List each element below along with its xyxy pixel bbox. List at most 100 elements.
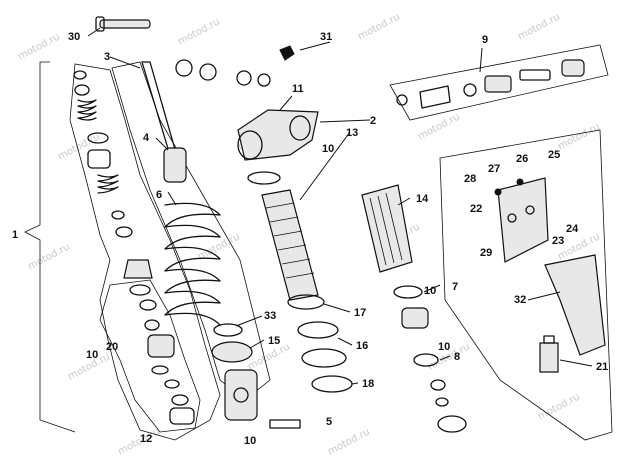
lower-eye-5 xyxy=(224,369,258,421)
leader-15 xyxy=(249,339,265,349)
mudguard-32 xyxy=(544,254,606,356)
washer xyxy=(139,299,157,311)
callout-29: 29 xyxy=(480,247,492,259)
o-ring xyxy=(396,94,408,106)
callout-30: 30 xyxy=(68,31,80,43)
cone-bushing xyxy=(123,259,153,279)
callout-27: 27 xyxy=(488,163,500,175)
watermark: motod.ru xyxy=(356,11,402,42)
bolt-shaft xyxy=(99,19,151,29)
leader-11 xyxy=(279,95,293,111)
o-ring xyxy=(463,83,477,97)
ring-17 xyxy=(287,294,325,310)
mount-body xyxy=(237,109,319,161)
callout-3: 3 xyxy=(104,51,110,63)
leader-17 xyxy=(323,303,351,313)
mount-eye xyxy=(237,130,263,160)
bracket-group-1 xyxy=(24,61,76,433)
washer xyxy=(171,394,189,406)
ring-8 xyxy=(413,353,439,367)
washer xyxy=(115,226,133,238)
leader-33 xyxy=(235,315,263,327)
washer-33 xyxy=(213,323,243,337)
reservoir-cap xyxy=(419,85,451,109)
callout-18: 18 xyxy=(362,378,374,390)
spring-6 xyxy=(164,202,221,326)
rib xyxy=(385,192,403,261)
leader-16 xyxy=(337,337,353,346)
damper-bodies xyxy=(247,171,467,433)
mount-eye xyxy=(289,115,311,141)
callout-26: 26 xyxy=(516,153,528,165)
callout-32: 32 xyxy=(514,294,526,306)
part-9-assembly xyxy=(396,59,585,109)
bushing-12 xyxy=(169,407,195,425)
ring-10b xyxy=(393,285,423,299)
callout-10-right-lower: 10 xyxy=(438,341,450,353)
leader-9 xyxy=(479,47,483,73)
callout-1: 1 xyxy=(12,229,18,241)
callout-21: 21 xyxy=(596,361,608,373)
seal xyxy=(175,59,193,77)
callout-10-lower: 10 xyxy=(244,435,256,447)
cap-end xyxy=(561,59,585,77)
watermark: motod.ru xyxy=(536,391,582,422)
bellows-line xyxy=(281,258,311,265)
spring-small xyxy=(77,99,97,121)
callout-10-center: 10 xyxy=(322,143,334,155)
rib xyxy=(369,197,387,266)
callout-17: 17 xyxy=(354,307,366,319)
shaft-and-spring xyxy=(141,61,301,429)
nut-31 xyxy=(279,45,295,61)
piston-20 xyxy=(147,334,175,358)
watermark: motod.ru xyxy=(416,111,462,142)
leader-lines xyxy=(109,41,593,385)
callout-22: 22 xyxy=(470,203,482,215)
washer xyxy=(74,84,90,96)
bolt-hole xyxy=(525,205,535,215)
callout-12: 12 xyxy=(140,433,152,445)
washer xyxy=(164,379,180,389)
washer-18 xyxy=(311,375,353,393)
watermark: motod.ru xyxy=(176,16,222,47)
spring-medium xyxy=(97,174,119,194)
bottle-21 xyxy=(539,342,559,373)
callout-16: 16 xyxy=(356,340,368,352)
bracket-22 xyxy=(497,177,549,263)
washer xyxy=(111,210,125,220)
washer xyxy=(73,70,87,80)
callouts: 30 3 4 6 1 10 20 12 33 15 5 10 31 9 11 2… xyxy=(12,31,608,447)
washer xyxy=(435,397,449,407)
callout-15: 15 xyxy=(268,335,280,347)
callout-4: 4 xyxy=(143,132,150,144)
piston-7 xyxy=(401,307,429,329)
watermark: motod.ru xyxy=(26,241,72,272)
bellows-line xyxy=(285,272,315,279)
callout-31: 31 xyxy=(320,31,332,43)
watermark: motod.ru xyxy=(326,426,372,457)
shaft-3 xyxy=(141,61,179,163)
leader-31 xyxy=(299,41,331,51)
outline-part-9 xyxy=(389,44,609,121)
washer xyxy=(151,365,169,375)
callout-9: 9 xyxy=(482,34,488,46)
leader-7 xyxy=(423,284,441,293)
right-panel-parts xyxy=(494,177,606,373)
leader-14 xyxy=(397,197,411,206)
callout-7: 7 xyxy=(452,281,458,293)
leader-32 xyxy=(527,291,561,301)
bolt-10-lower xyxy=(269,419,301,429)
bolt-30 xyxy=(87,16,151,37)
callout-14: 14 xyxy=(416,193,429,205)
callout-11: 11 xyxy=(292,83,304,95)
callout-23: 23 xyxy=(552,235,564,247)
seal xyxy=(199,63,217,81)
callout-20: 20 xyxy=(106,341,118,353)
adjuster xyxy=(519,69,551,81)
cap xyxy=(87,132,109,144)
callout-33: 33 xyxy=(264,310,276,322)
seal xyxy=(236,70,252,86)
seal xyxy=(257,73,271,87)
callout-6: 6 xyxy=(156,189,162,201)
spring-seat-15 xyxy=(211,341,253,363)
